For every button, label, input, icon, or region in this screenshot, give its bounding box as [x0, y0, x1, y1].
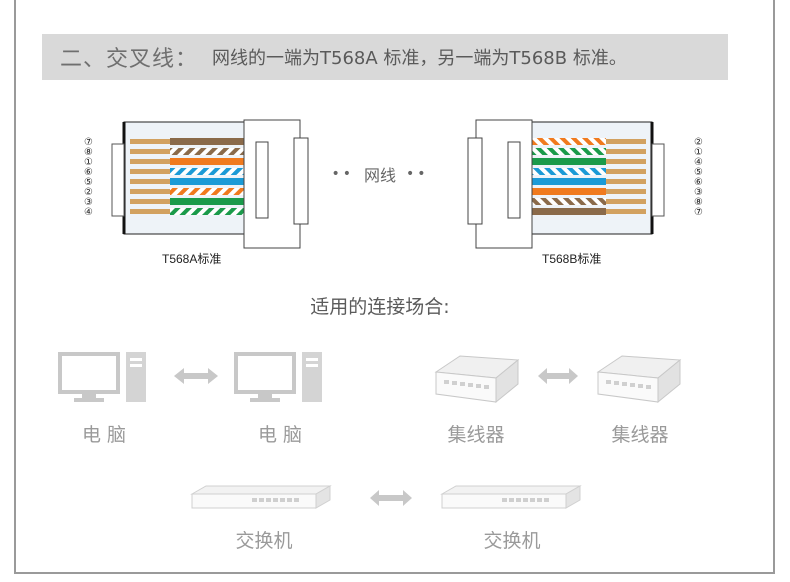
cable-dots-left: •• [331, 166, 354, 182]
switch-icon [440, 484, 582, 516]
pin-number: ③ [694, 187, 703, 198]
t568a-pin-numbers: ⑦ ⑧ ① ⑥ ⑤ ② ③ ④ [84, 138, 96, 218]
pin-number: ④ [84, 207, 93, 218]
t568b-pin-numbers: ② ① ④ ⑤ ⑥ ③ ⑧ ⑦ [694, 138, 706, 218]
pin-number: ⑦ [84, 137, 93, 148]
computer-icon [234, 350, 326, 410]
pin-number: ② [694, 137, 703, 148]
pc-right-caption: 电 脑 [257, 424, 303, 446]
switch-right-caption: 交换机 [483, 530, 541, 552]
pin-number: ⑧ [694, 197, 703, 208]
cable-dots-right: •• [406, 166, 429, 182]
computer-icon [58, 350, 150, 410]
double-arrow-icon [370, 490, 412, 510]
pin-number: ⑦ [694, 207, 703, 218]
content-frame [14, 0, 775, 574]
banner-lead: 二、交叉线： [60, 47, 199, 72]
title-banner: 二、交叉线： 网线的一端为T568A 标准，另一端为T568B 标准。 [42, 34, 728, 80]
pin-number: ⑤ [84, 177, 93, 188]
hub-left-caption: 集线器 [447, 424, 505, 446]
pc-left-caption: 电 脑 [81, 424, 127, 446]
switch-left-caption: 交换机 [235, 530, 293, 552]
cable-label: 网线 [363, 166, 396, 185]
pin-number: ⑥ [84, 167, 93, 178]
pin-number: ① [694, 147, 703, 158]
double-arrow-icon [538, 368, 578, 388]
pin-number: ④ [694, 157, 703, 168]
t568b-label: T568B标准 [542, 252, 602, 266]
pin-number: ① [84, 157, 93, 168]
t568a-label: T568A标准 [162, 252, 222, 266]
pin-number: ③ [84, 197, 93, 208]
double-arrow-icon [174, 368, 218, 388]
hub-icon [592, 354, 682, 408]
pin-number: ⑧ [84, 147, 93, 158]
banner-text: 网线的一端为T568A 标准，另一端为T568B 标准。 [212, 48, 627, 69]
usage-title: 适用的连接场合: [310, 296, 450, 318]
pin-number: ⑥ [694, 177, 703, 188]
pin-number: ② [84, 187, 93, 198]
rj45-connector-t568a [84, 118, 314, 250]
hub-right-caption: 集线器 [611, 424, 669, 446]
switch-icon [190, 484, 332, 516]
hub-icon [430, 354, 520, 408]
pin-number: ⑤ [694, 167, 703, 178]
cable-indicator: •• 网线 •• [320, 160, 440, 188]
rj45-connector-t568b [462, 118, 692, 250]
